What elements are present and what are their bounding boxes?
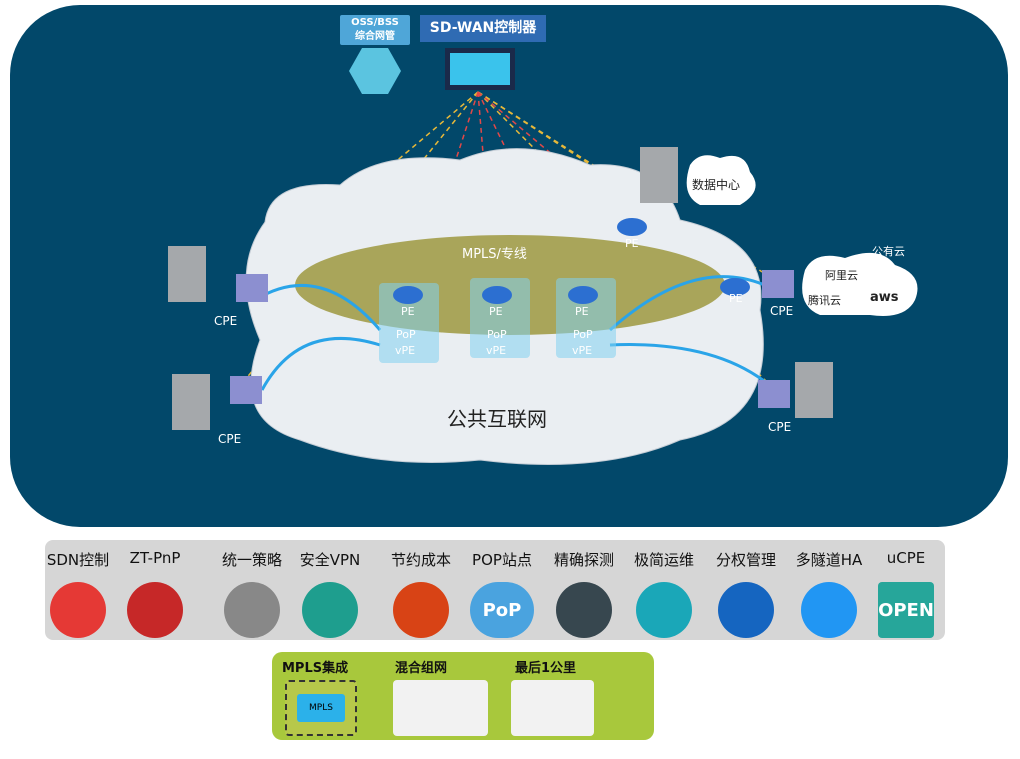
arrow-key-icon — [511, 680, 594, 736]
feature-label: 统一策略 — [221, 551, 283, 569]
cpe-router-icon — [762, 270, 794, 298]
pop-cloud-icon: PoP — [470, 582, 534, 638]
aws-label: aws — [870, 290, 899, 305]
dollar-icon — [393, 582, 449, 638]
cpe-label: CPE — [214, 314, 238, 328]
gear-q-icon — [224, 582, 280, 638]
mpls-label: MPLS/专线 — [462, 247, 527, 262]
pe-router-icon — [617, 218, 647, 236]
pe-router-icon — [568, 286, 598, 304]
users-icon — [718, 582, 774, 638]
sync-icon — [801, 582, 857, 638]
pe-router-icon — [720, 278, 750, 296]
building-icon — [640, 147, 678, 203]
building-icon — [795, 362, 833, 418]
vpe-label: vPE — [572, 344, 593, 357]
head-bulb-icon — [50, 582, 106, 638]
pe-label: PE — [729, 292, 743, 305]
pop-label: PoP — [396, 328, 416, 341]
pop-label: PoP — [487, 328, 507, 341]
feature-label: uCPE — [886, 549, 926, 567]
feature-label: 安全VPN — [299, 551, 361, 569]
feature-label: SDN控制 — [46, 551, 110, 569]
monitor-icon — [445, 48, 515, 90]
datacenter-label: 数据中心 — [692, 178, 741, 192]
feature-label: 节约成本 — [390, 551, 452, 569]
feature-label: 精确探测 — [553, 551, 615, 569]
hammer-icon — [636, 582, 692, 638]
cpe-label: CPE — [218, 432, 242, 446]
pe-router-icon — [482, 286, 512, 304]
cpe-router-icon — [230, 376, 262, 404]
pe-label: PE — [625, 237, 639, 250]
shield-check-icon — [302, 582, 358, 638]
pop-label: PoP — [573, 328, 593, 341]
links — [244, 91, 918, 465]
mpls-integration-label: MPLS集成 — [282, 661, 349, 676]
feature-label: POP站点 — [472, 551, 532, 569]
pe-label: PE — [401, 305, 415, 318]
feature-label: 分权管理 — [715, 551, 777, 569]
pe-router-icon — [393, 286, 423, 304]
pe-label: PE — [489, 305, 503, 318]
feature-label: 多隧道HA — [795, 551, 863, 569]
public-cloud-label: 公有云 — [872, 245, 905, 258]
hybrid-label: 混合组网 — [395, 661, 448, 676]
feature-label: 极简运维 — [633, 551, 695, 569]
cpe-label: CPE — [768, 420, 792, 434]
router-icon — [127, 582, 183, 638]
compass-icon — [556, 582, 612, 638]
aliyun-label: 阿里云 — [825, 269, 858, 282]
mpls-box: MPLS — [285, 680, 357, 736]
tencent-label: 腾讯云 — [808, 294, 841, 307]
pe-label: PE — [575, 305, 589, 318]
chain-link-icon — [393, 680, 488, 736]
controller-label: SD-WAN控制器 — [420, 15, 546, 42]
feature-label: ZT-PnP — [129, 549, 181, 567]
vpe-label: vPE — [486, 344, 507, 357]
cpe-label: CPE — [770, 304, 794, 318]
lastmile-label: 最后1公里 — [515, 661, 577, 676]
internet-label: 公共互联网 — [447, 407, 547, 431]
building-icon — [172, 374, 210, 430]
open-icon: OPEN — [878, 582, 934, 638]
cpe-router-icon — [236, 274, 268, 302]
building-icon — [168, 246, 206, 302]
vpe-label: vPE — [395, 344, 416, 357]
cpe-router-icon — [758, 380, 790, 408]
